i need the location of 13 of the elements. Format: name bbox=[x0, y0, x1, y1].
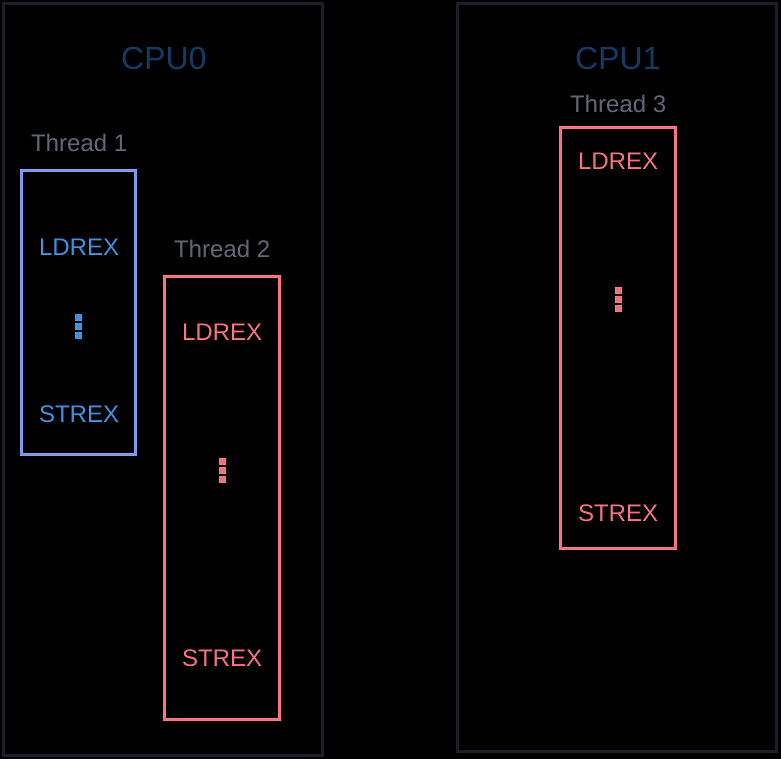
instruction-label: LDREX bbox=[39, 236, 120, 260]
instruction-label: STREX bbox=[39, 403, 120, 427]
cpu-title: CPU1 bbox=[575, 42, 660, 74]
cpu-box bbox=[456, 2, 778, 753]
thread-label: Thread 1 bbox=[31, 132, 128, 156]
instruction-label: STREX bbox=[182, 647, 262, 671]
thread-label: Thread 2 bbox=[174, 238, 270, 262]
instruction-label: LDREX bbox=[182, 321, 262, 345]
instruction-label: STREX bbox=[578, 502, 658, 526]
instruction-label: LDREX bbox=[578, 150, 658, 174]
cpu-title: CPU0 bbox=[121, 42, 206, 74]
thread-label: Thread 3 bbox=[570, 93, 666, 117]
cpu-box bbox=[2, 2, 324, 757]
